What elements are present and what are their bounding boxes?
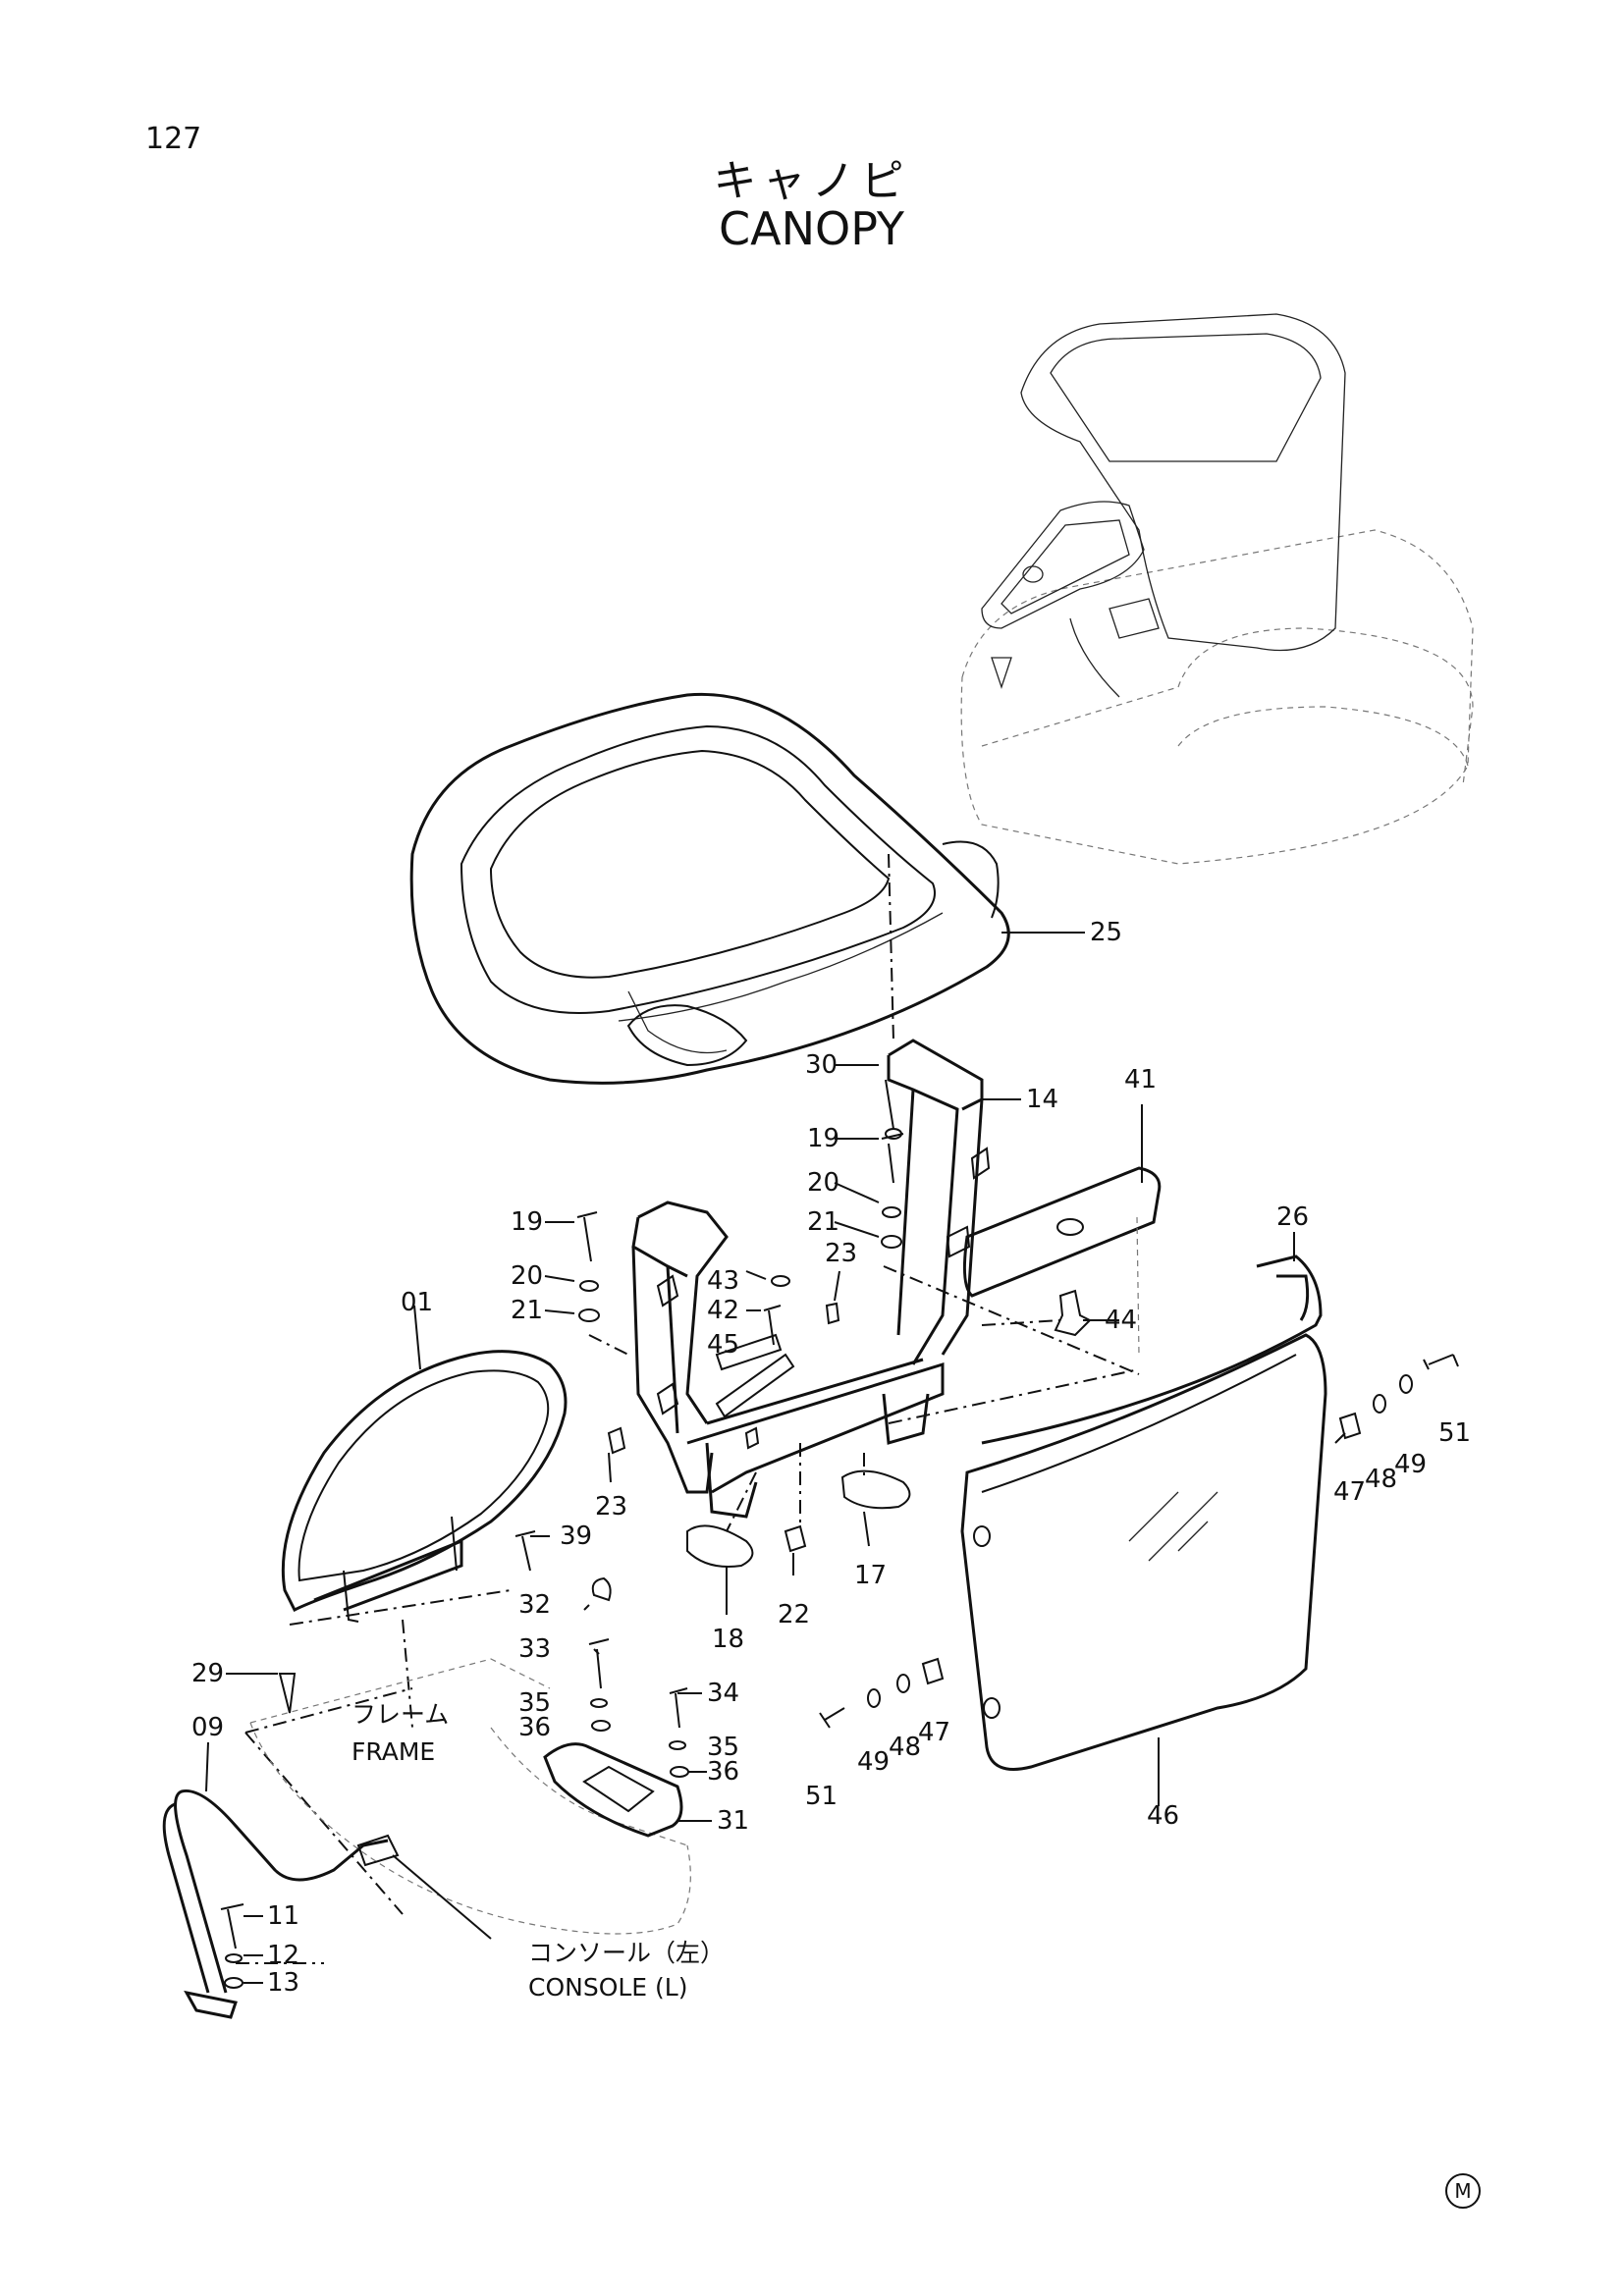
callout-23-lower: 23	[595, 1492, 627, 1522]
frame-label-japanese: フレーム	[352, 1700, 449, 1729]
callout-21-right: 21	[807, 1207, 839, 1237]
callout-49-lower: 49	[857, 1747, 890, 1777]
callout-35-right: 35	[707, 1733, 739, 1762]
callout-39: 39	[560, 1522, 592, 1551]
console-label-japanese: コンソール（左）	[528, 1939, 725, 1967]
console-left-body	[249, 1658, 691, 1935]
fasteners	[220, 1079, 1459, 1989]
callout-19-left: 19	[511, 1207, 543, 1237]
callout-14: 14	[1026, 1085, 1058, 1114]
callout-42: 42	[707, 1296, 739, 1325]
callout-12: 12	[267, 1941, 299, 1970]
leader-lines	[205, 932, 1346, 1984]
callout-23-upper: 23	[825, 1239, 857, 1268]
console-panel-part-31	[543, 1742, 683, 1838]
callout-41: 41	[1124, 1065, 1157, 1095]
handrail-part-09	[162, 1789, 400, 2019]
callout-30: 30	[805, 1050, 838, 1080]
callout-44: 44	[1105, 1306, 1137, 1335]
page-number: 127	[145, 122, 202, 156]
guard-part-01	[281, 1350, 568, 1623]
part-22	[784, 1524, 807, 1553]
mount-part-17	[840, 1469, 911, 1510]
callout-51-right: 51	[1438, 1418, 1471, 1448]
callout-26: 26	[1276, 1202, 1309, 1232]
assembly-lines	[588, 853, 1140, 1532]
callout-47-lower: 47	[918, 1718, 950, 1747]
callout-09: 09	[191, 1713, 224, 1742]
callout-21-left: 21	[511, 1296, 543, 1325]
callout-20-left: 20	[511, 1261, 543, 1291]
canopy-frame-part-14	[631, 1039, 991, 1519]
mount-part-18	[686, 1524, 754, 1568]
callout-20-right: 20	[807, 1168, 839, 1198]
callout-43: 43	[707, 1266, 739, 1296]
part-44	[1054, 1289, 1092, 1337]
callout-46: 46	[1147, 1801, 1179, 1831]
callout-48-right: 48	[1365, 1465, 1397, 1494]
callout-01: 01	[401, 1288, 433, 1317]
frame-label: FRAME	[352, 1737, 435, 1766]
callout-34: 34	[707, 1679, 739, 1708]
callout-17: 17	[854, 1561, 887, 1590]
manufacturer-mark: M	[1445, 2173, 1481, 2209]
callout-25: 25	[1090, 918, 1122, 947]
callout-33: 33	[518, 1634, 551, 1664]
callout-51-lower: 51	[805, 1782, 838, 1811]
callout-35-left: 35	[518, 1688, 551, 1718]
callout-11: 11	[267, 1901, 299, 1931]
callout-45: 45	[707, 1330, 739, 1360]
callout-19-right: 19	[807, 1124, 839, 1153]
reference-machine-view	[960, 313, 1474, 865]
seal-part-26	[981, 1255, 1323, 1445]
callout-47-right: 47	[1333, 1477, 1366, 1507]
callout-13: 13	[267, 1968, 299, 1998]
page-title-japanese: キャノピ	[713, 156, 910, 206]
callout-18: 18	[712, 1625, 744, 1654]
part-45	[715, 1353, 795, 1418]
callout-36-right: 36	[707, 1757, 739, 1787]
console-label: CONSOLE (L)	[528, 1973, 688, 2002]
cover-plate-part-41	[962, 1166, 1162, 1356]
callouts: 25 30 14 41 19 20 21 23 26 19 20 21 43 4…	[191, 918, 1471, 2002]
callout-31: 31	[717, 1806, 749, 1836]
door-part-46	[960, 1333, 1327, 1771]
callout-22: 22	[778, 1600, 810, 1629]
callout-32: 32	[518, 1590, 551, 1620]
callout-29: 29	[191, 1659, 224, 1688]
page-title: CANOPY	[718, 202, 905, 255]
callout-48-lower: 48	[889, 1733, 921, 1762]
canopy-roof-part-25	[409, 692, 1010, 1085]
callout-36-left: 36	[518, 1713, 551, 1742]
callout-49-right: 49	[1394, 1450, 1427, 1479]
